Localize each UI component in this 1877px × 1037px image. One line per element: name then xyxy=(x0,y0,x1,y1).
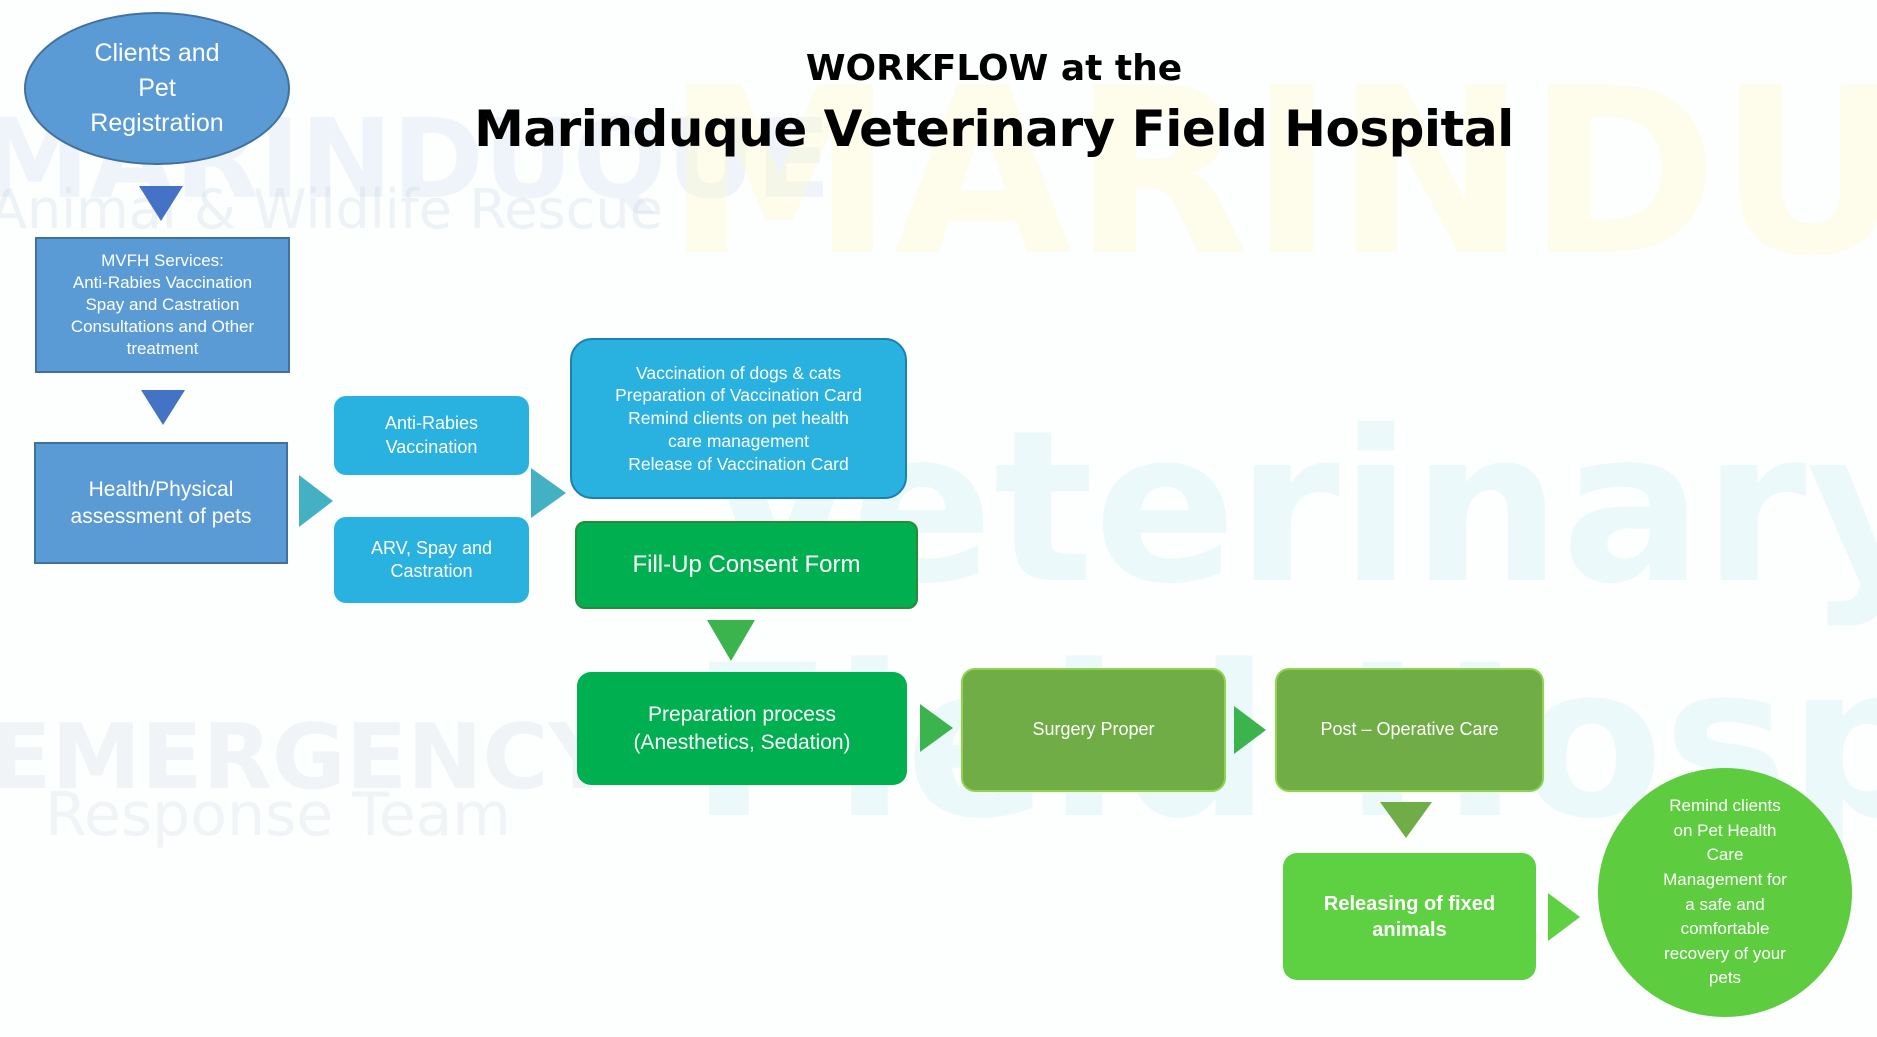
node-vaccination: Vaccination of dogs & cats Preparation o… xyxy=(570,338,907,499)
arrow-down-icon xyxy=(139,186,183,221)
node-arv-spay: ARV, Spay and Castration xyxy=(334,517,529,603)
node-remind: Remind clients on Pet Health Care Manage… xyxy=(1598,768,1852,1017)
title-line-1: WORKFLOW at the xyxy=(805,48,1183,89)
node-preparation: Preparation process (Anesthetics, Sedati… xyxy=(577,672,907,785)
watermark-emergency: EMERGENCY xyxy=(0,705,614,810)
node-releasing: Releasing of fixed animals xyxy=(1283,853,1536,980)
arrow-down-icon xyxy=(707,620,755,661)
node-assessment: Health/Physical assessment of pets xyxy=(34,442,288,564)
node-services: MVFH Services: Anti-Rabies Vaccination S… xyxy=(35,237,290,373)
arrow-right-icon xyxy=(1548,893,1580,941)
arrow-down-icon xyxy=(141,390,185,425)
node-surgery: Surgery Proper xyxy=(961,668,1226,792)
node-registration: Clients and Pet Registration xyxy=(24,12,290,165)
title-line-2: Marinduque Veterinary Field Hospital xyxy=(474,100,1514,158)
arrow-right-icon xyxy=(531,468,566,518)
arrow-right-icon xyxy=(1234,706,1266,754)
watermark-animal-rescue: Animal & Wildlife Rescue xyxy=(0,178,663,241)
arrow-right-icon xyxy=(920,704,953,752)
node-anti-rabies: Anti-Rabies Vaccination xyxy=(334,396,529,475)
arrow-down-icon xyxy=(1380,802,1432,838)
node-consent: Fill-Up Consent Form xyxy=(575,521,918,609)
node-post-op: Post – Operative Care xyxy=(1275,668,1544,792)
watermark-response: Response Team xyxy=(45,780,511,850)
arrow-right-icon xyxy=(299,475,333,527)
